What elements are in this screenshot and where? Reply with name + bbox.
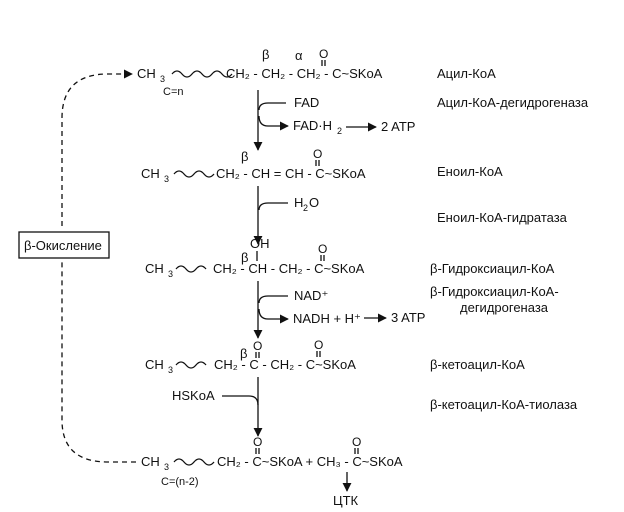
atp2-label: 2 ATP — [381, 119, 415, 134]
acyl-beta: β — [262, 47, 269, 62]
water-in-arrow — [258, 202, 288, 211]
atp3-label: 3 ATP — [391, 310, 425, 325]
enoyl-backbone: CH₂ - CH = CH - C~SKoA — [216, 166, 366, 181]
fad-label: FAD — [294, 95, 319, 110]
hydroxy-carbonyl-o: O — [318, 242, 327, 256]
hydroxy-ch3: CH — [145, 261, 164, 276]
keto-carbonyl-o: O — [314, 338, 323, 352]
ketoacyl-coa-formula: CH 3 CH₂ - C - CH₂ - C~SKoA β O O — [145, 338, 356, 375]
nadh-out-arrow — [258, 308, 289, 324]
enoyl-coa-formula: CH 3 CH₂ - CH = CH - C~SKoA β O — [141, 147, 366, 184]
products-formula: CH 3 CH₂ - C~SKoA + CH₃ - C~SKoA O O C=(… — [141, 435, 403, 488]
fadh2-out-arrow — [258, 115, 289, 131]
water-o: O — [309, 195, 319, 210]
label-thiolase: β-кетоацил-КоА-тиолаза — [430, 397, 578, 412]
nad-label: NAD⁺ — [294, 288, 328, 303]
hskoa-in-arrow — [222, 395, 259, 406]
tca-label: ЦТК — [333, 493, 359, 508]
acyl-chain-wave — [171, 70, 233, 78]
hskoa-label: HSKoA — [172, 388, 215, 403]
nad-in-arrow — [258, 295, 288, 304]
label-enoyl-hydratase: Еноил-КоА-гидратаза — [437, 210, 568, 225]
water-sub: 2 — [303, 203, 308, 213]
label-hydroxyacyl-dehydrogenase-1: β-Гидроксиацил-КоА- — [430, 284, 559, 299]
keto-backbone: CH₂ - C - CH₂ - C~SKoA — [214, 357, 356, 372]
hydroxy-beta: β — [241, 250, 248, 265]
acyl-carbonyl-o: O — [319, 47, 328, 61]
fadh2-sub: 2 — [337, 126, 342, 136]
nadh-label: NADH + H⁺ — [293, 311, 361, 326]
product-equation: CH₂ - C~SKoA + CH₃ - C~SKoA — [217, 454, 403, 469]
acyl-ch3-sub: 3 — [160, 74, 165, 84]
label-hydroxyacyl-dehydrogenase-2: дегидрогеназа — [460, 300, 549, 315]
keto-ch3: CH — [145, 357, 164, 372]
enoyl-ch3-sub: 3 — [164, 174, 169, 184]
label-acyl-dehydrogenase: Ацил-КоА-дегидрогеназа — [437, 95, 589, 110]
acyl-ch3: CH — [137, 66, 156, 81]
hydroxy-ch3-sub: 3 — [168, 269, 173, 279]
keto-oxo-o: O — [253, 339, 262, 353]
label-hydroxyacyl-coa: β-Гидроксиацил-КоА — [430, 261, 555, 276]
hydroxy-oh: OH — [250, 236, 270, 251]
keto-ch3-sub: 3 — [168, 365, 173, 375]
product-ch3: CH — [141, 454, 160, 469]
label-enoyl-coa: Еноил-КоА — [437, 164, 503, 179]
product-chain-wave — [173, 458, 215, 466]
product-o1: O — [253, 435, 262, 449]
keto-beta: β — [240, 346, 247, 361]
product-ch3-sub: 3 — [164, 462, 169, 472]
enoyl-ch3: CH — [141, 166, 160, 181]
enoyl-chain-wave — [173, 170, 215, 178]
hydroxy-chain-wave — [175, 265, 207, 273]
fad-in-arrow — [258, 102, 286, 111]
acyl-backbone: CH₂ - CH₂ - CH₂ - C~SKoA — [226, 66, 383, 81]
product-o2: O — [352, 435, 361, 449]
label-ketoacyl-coa: β-кетоацил-КоА — [430, 357, 525, 372]
acyl-chain-length: C=n — [163, 86, 184, 98]
acyl-coa-formula: CH 3 CH₂ - CH₂ - CH₂ - C~SKoA β α O C=n — [137, 47, 383, 98]
acyl-alpha: α — [295, 48, 303, 63]
cycle-label: β-Окисление — [24, 238, 102, 253]
keto-chain-wave — [175, 361, 207, 369]
hydroxy-backbone: CH₂ - CH - CH₂ - C~SKoA — [213, 261, 365, 276]
cycle-label-box — [18, 231, 110, 259]
enoyl-carbonyl-o: O — [313, 147, 322, 161]
label-acyl-coa: Ацил-КоА — [437, 66, 496, 81]
water-h: H — [294, 195, 303, 210]
cycle-dashed-upper — [61, 69, 133, 226]
enoyl-beta: β — [241, 149, 248, 164]
hydroxyacyl-coa-formula: CH 3 CH₂ - CH - CH₂ - C~SKoA OH β O — [145, 236, 365, 279]
product-chain-length: C=(n-2) — [161, 476, 199, 488]
fadh2-label: FAD·H — [293, 118, 332, 133]
cycle-dashed-lower — [61, 262, 136, 463]
